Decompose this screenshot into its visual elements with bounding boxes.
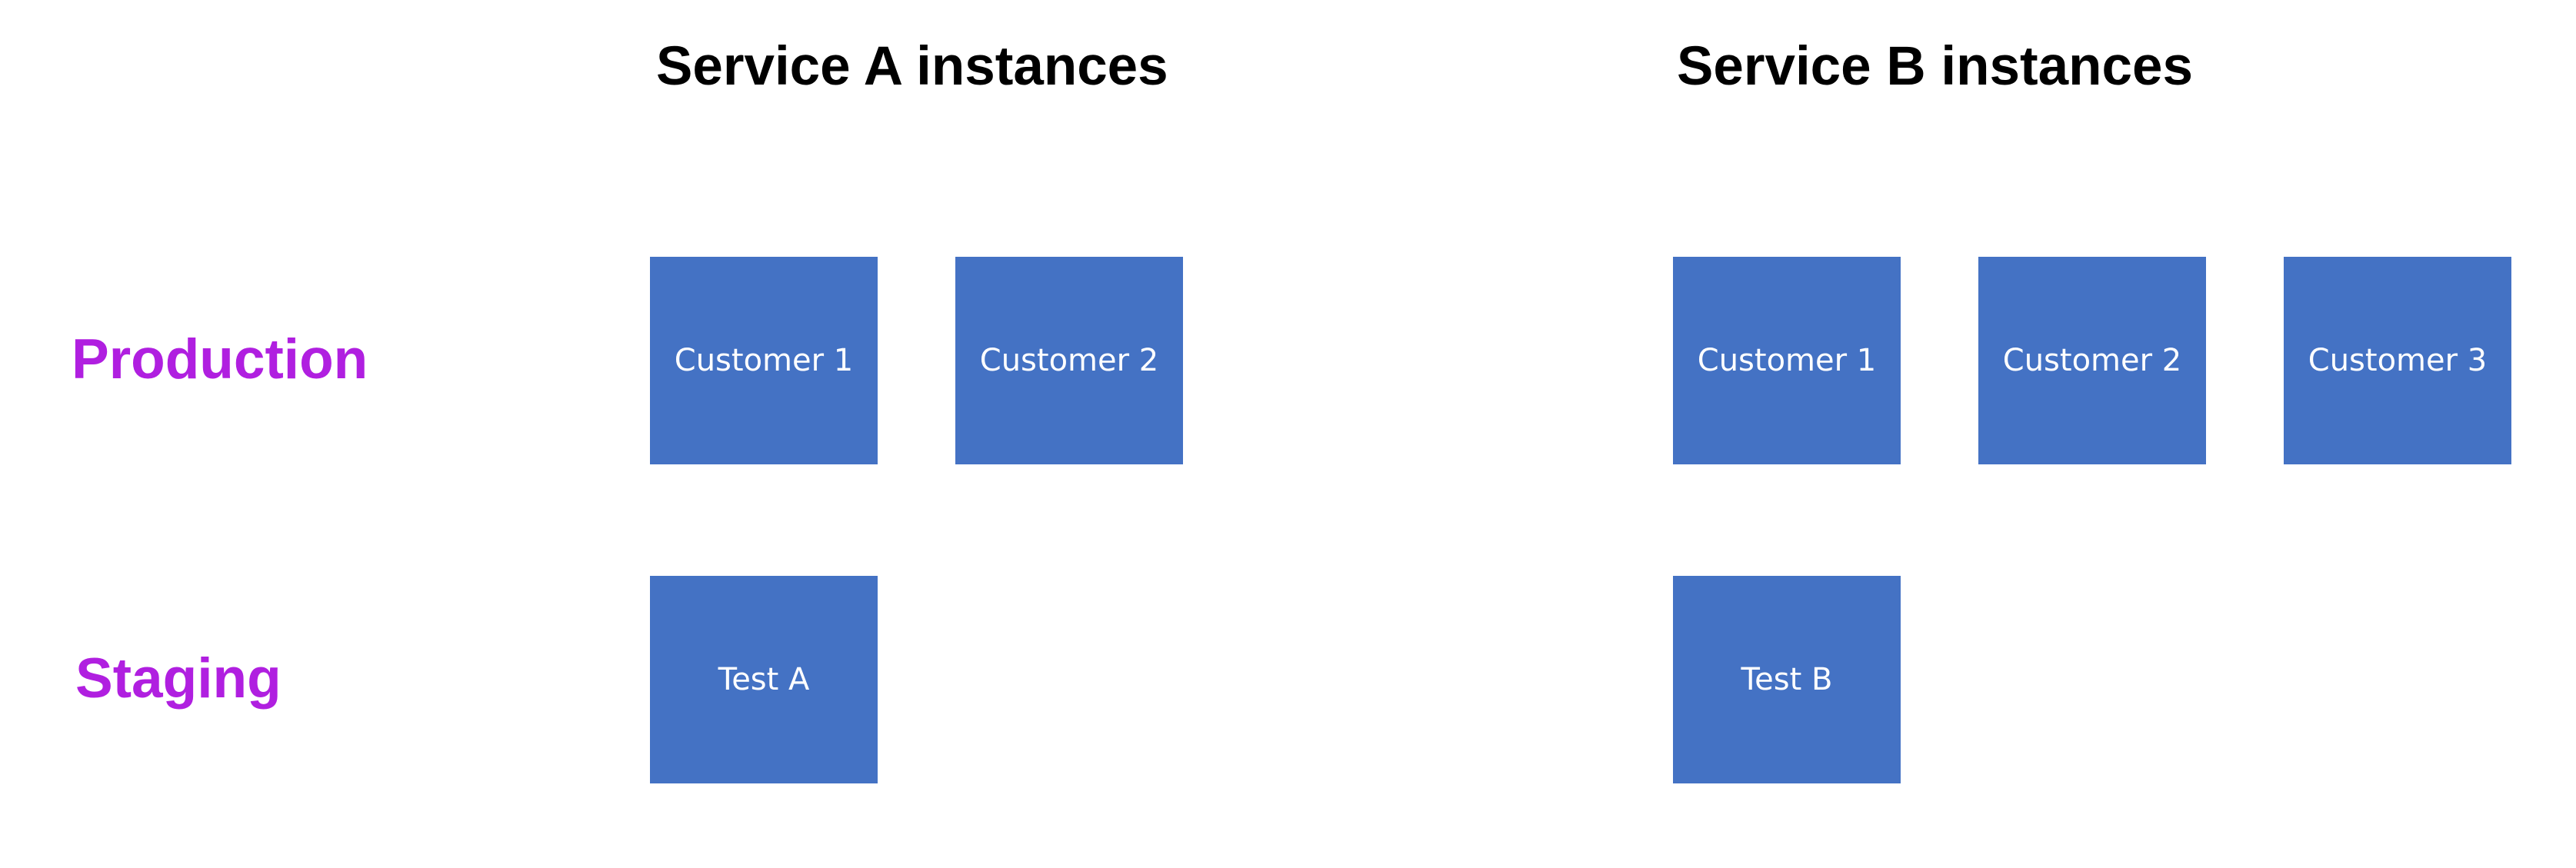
instance-label: Customer 2: [979, 343, 1159, 378]
service-b-production-box-3: Customer 3: [2284, 257, 2511, 464]
instance-label: Customer 1: [674, 343, 854, 378]
service-a-production-box-2: Customer 2: [955, 257, 1183, 464]
service-b-production-box-1: Customer 1: [1673, 257, 1901, 464]
row-label-production: Production: [72, 328, 368, 391]
instance-label: Test A: [718, 662, 810, 697]
service-b-staging-box-1: Test B: [1673, 576, 1901, 783]
instance-label: Customer 3: [2308, 343, 2488, 378]
instance-label: Customer 1: [1697, 343, 1877, 378]
service-b-title: Service B instances: [1677, 36, 2193, 97]
service-a-title: Service A instances: [656, 36, 1168, 97]
instance-label: Test B: [1741, 662, 1833, 697]
row-label-staging: Staging: [75, 647, 282, 710]
instance-label: Customer 2: [2002, 343, 2182, 378]
service-b-production-box-2: Customer 2: [1978, 257, 2206, 464]
service-a-production-box-1: Customer 1: [650, 257, 878, 464]
service-a-staging-box-1: Test A: [650, 576, 878, 783]
